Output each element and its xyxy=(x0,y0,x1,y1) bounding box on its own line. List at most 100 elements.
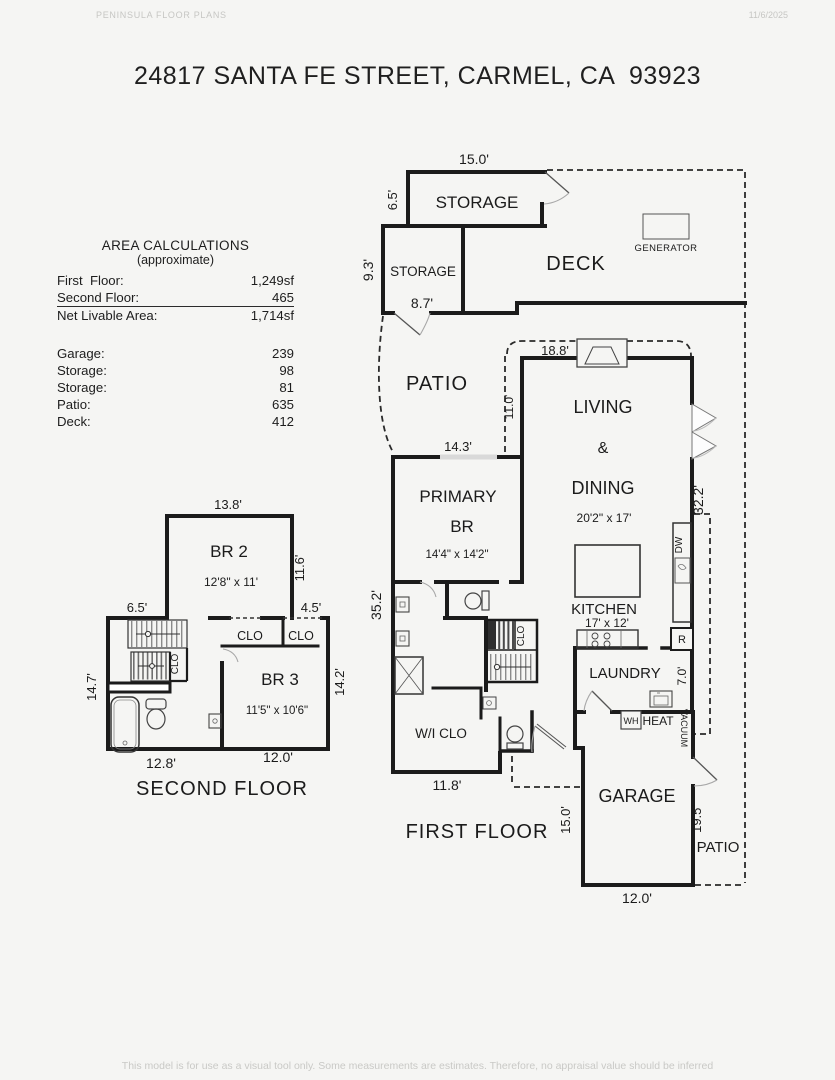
area-calculations: AREA CALCULATIONS (approximate) First Fl… xyxy=(57,238,294,431)
dim-left-top: 6.5' xyxy=(127,600,148,615)
toilet xyxy=(464,590,490,611)
toilet xyxy=(506,725,524,750)
patio-deck-dashed-boundary xyxy=(378,169,746,886)
room-label-kitchen: KITCHEN xyxy=(571,601,637,618)
area-row-label: Garage: xyxy=(57,345,105,361)
area-row: Garage: 239 xyxy=(57,345,294,362)
first-floor-doors xyxy=(393,171,718,787)
floor-title-second: SECOND FLOOR xyxy=(136,778,308,800)
room-label-garage: GARAGE xyxy=(598,786,675,806)
room-label-storage-upper: STORAGE xyxy=(436,193,519,212)
room-label-amp: & xyxy=(598,440,609,457)
room-label-primary-br: BR xyxy=(450,517,474,536)
dim-storage2-width: 8.7' xyxy=(411,295,433,311)
area-row-value: 1,714sf xyxy=(250,308,294,324)
generator-box xyxy=(642,213,690,240)
area-row: Storage: 98 xyxy=(57,362,294,379)
room-label-wiclo: W/I CLO xyxy=(415,726,467,741)
dim-storage-height: 6.5' xyxy=(385,190,400,211)
second-floor-plan: 13.8' BR 2 12'8" x 11' 11.6' 6.5' 4.5' C… xyxy=(84,497,347,800)
powder-sink xyxy=(482,696,497,710)
vacuum-label: VACUUM xyxy=(679,709,689,747)
room-label-patio-right: PATIO xyxy=(697,839,740,856)
br3-door-arc xyxy=(222,648,239,663)
first-floor-plan: STORAGE 15.0' 6.5' STORAGE 9.3' 8.7' DEC… xyxy=(360,151,747,906)
area-row-label: Second Floor: xyxy=(57,290,140,306)
area-calculations-heading: AREA CALCULATIONS xyxy=(101,238,250,253)
dim-patio-height: 11.0' xyxy=(502,395,516,420)
stair-landing xyxy=(106,681,172,694)
second-floor-labels: 13.8' BR 2 12'8" x 11' 11.6' 6.5' 4.5' C… xyxy=(84,497,347,800)
room-label-storage-lower: STORAGE xyxy=(390,264,456,279)
room-size-living: 20'2" x 17' xyxy=(577,511,632,525)
area-row-label: First Floor: xyxy=(57,273,124,288)
room-label-laundry: LAUNDRY xyxy=(589,665,660,682)
bath-sinks xyxy=(395,596,410,647)
page-title: 24817 SANTA FE STREET, CARMEL, CA 93923 xyxy=(134,62,701,90)
dim-bottom-left: 12.8' xyxy=(146,755,176,771)
dim-wiclo-width: 11.8' xyxy=(433,777,462,793)
shower xyxy=(394,656,424,695)
area-row-label: Net Livable Area: xyxy=(57,308,158,324)
toilet xyxy=(145,698,167,730)
kitchen-counter xyxy=(672,522,692,623)
dim-primary-width: 14.3' xyxy=(444,439,472,454)
dim-right-top: 4.5' xyxy=(301,600,322,615)
area-row: Storage: 81 xyxy=(57,379,294,396)
area-row-label: Storage: xyxy=(57,380,107,396)
dim-right-height: 14.2' xyxy=(332,668,347,696)
bathtub xyxy=(110,696,140,753)
area-row: Patio: 635 xyxy=(57,396,294,413)
dim-storage2-height: 9.3' xyxy=(360,259,376,281)
french-door-window xyxy=(691,403,718,460)
area-row-value: 635 xyxy=(271,397,294,413)
water-heater-box xyxy=(620,710,642,730)
room-label-living: LIVING xyxy=(573,397,632,417)
water-heater-label: WH xyxy=(624,716,639,726)
dim-br2-height: 11.6' xyxy=(292,555,307,582)
kitchen-island xyxy=(574,544,641,598)
area-row-value: 239 xyxy=(271,345,294,361)
dim-garage-left: 15.0' xyxy=(558,806,573,834)
bath-sink xyxy=(208,713,222,729)
disclaimer: This model is for use as a visual tool o… xyxy=(121,1060,714,1072)
refrigerator-label: R xyxy=(678,634,686,646)
dim-left-height: 14.7' xyxy=(84,673,99,701)
room-size-primary: 14'4" x 14'2" xyxy=(425,549,488,561)
dim-br2-width: 13.8' xyxy=(214,497,242,512)
area-row-label: Storage: xyxy=(57,362,107,378)
room-label-br2: BR 2 xyxy=(210,542,248,561)
closet-label-left: CLO xyxy=(237,629,263,643)
dim-garage-right: 19.5' xyxy=(689,805,704,833)
second-floor-stairs xyxy=(106,619,189,694)
area-row-label: Deck: xyxy=(57,414,91,430)
first-floor-fixtures xyxy=(394,213,718,750)
area-row: Net Livable Area: 1,714sf xyxy=(57,307,294,324)
watermark-date: 11/6/2025 xyxy=(748,10,788,20)
dim-laundry-height: 7.0' xyxy=(675,667,689,686)
heat-label: HEAT xyxy=(642,714,674,728)
room-label-deck: DECK xyxy=(546,253,606,275)
area-row-label: Patio: xyxy=(57,397,91,413)
laundry-sink xyxy=(649,690,673,708)
floor-title-first: FIRST FLOOR xyxy=(406,821,549,843)
room-label-dining: DINING xyxy=(572,478,635,498)
area-row-value: 465 xyxy=(271,290,294,306)
closet-label-stairs: CLO xyxy=(516,625,527,646)
dim-right-height: 32.2' xyxy=(690,485,706,515)
room-size-br2: 12'8" x 11' xyxy=(204,575,258,589)
area-row: Deck: 412 xyxy=(57,413,294,430)
dim-living-width: 18.8' xyxy=(541,343,569,358)
closet-label-stairs: CLO xyxy=(170,653,181,674)
first-floor-labels: STORAGE 15.0' 6.5' STORAGE 9.3' 8.7' DEC… xyxy=(360,151,739,906)
room-size-br3: 11'5" x 10'6" xyxy=(246,705,308,717)
area-row-value: 1,249sf xyxy=(250,273,294,288)
area-row: Second Floor: 465 xyxy=(57,289,294,308)
area-row-value: 412 xyxy=(271,414,294,430)
first-floor-stairs xyxy=(484,618,539,684)
dishwasher-label: DW xyxy=(674,536,685,553)
second-floor-fixtures xyxy=(110,648,239,753)
dim-storage-width: 15.0' xyxy=(459,151,489,167)
area-row-value: 81 xyxy=(279,380,294,396)
